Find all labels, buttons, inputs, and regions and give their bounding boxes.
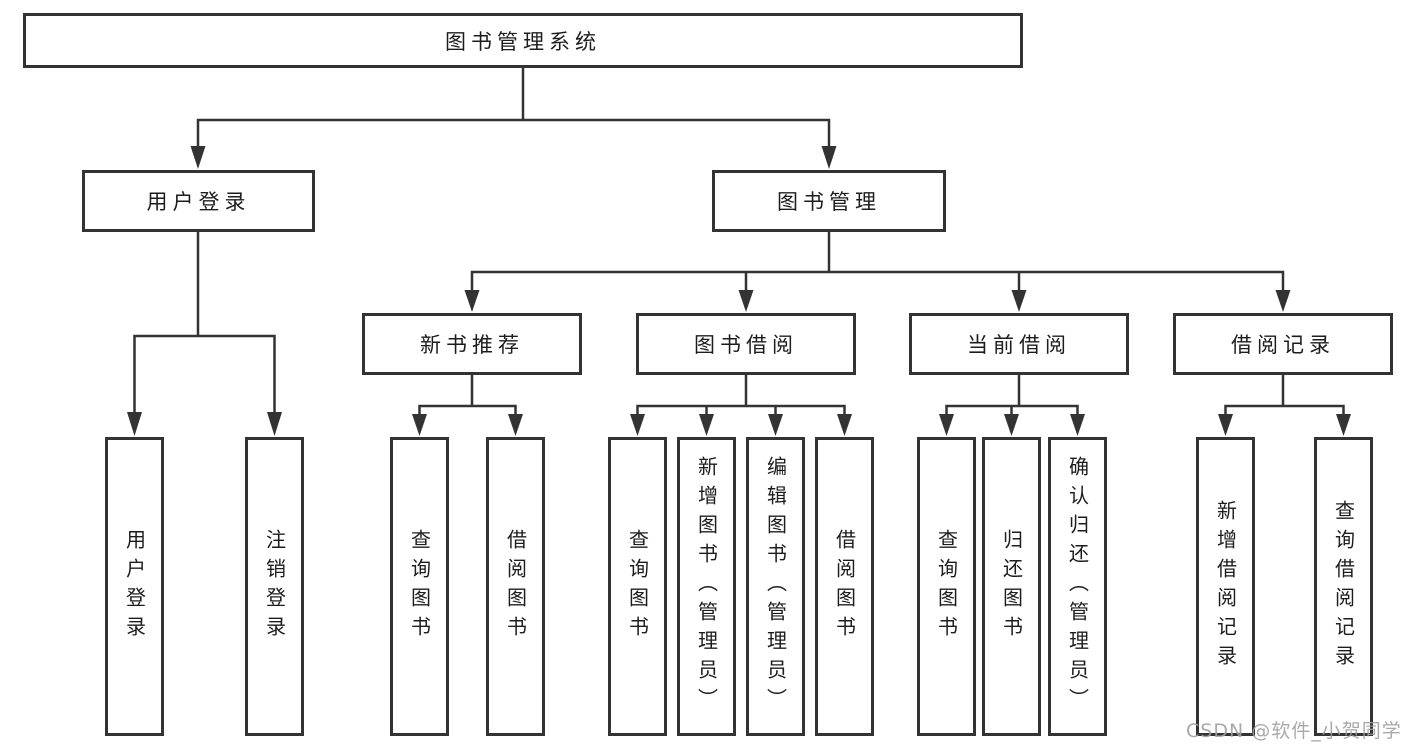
leaf-add-borrow-record: 新增借阅记录 [1196,437,1255,736]
leaf-label: 查询借阅记录 [1331,499,1356,674]
node-root-label: 图书管理系统 [445,29,601,54]
leaf-label: 新增图书（管理员） [694,456,719,717]
leaf-label: 查询图书 [407,528,432,645]
arrowhead [508,414,523,436]
leaf-label: 查询图书 [934,528,959,645]
node-current-borrow: 当前借阅 [909,313,1129,375]
arrowhead [267,412,282,436]
edge-borrow-branch [636,404,846,416]
leaf-label: 用户登录 [122,528,147,645]
node-book-borrow-label: 图书借阅 [694,333,798,357]
edge-records-branch [1224,404,1345,416]
arrowhead [768,414,783,436]
leaf-borrow-books-recommend: 借阅图书 [486,437,545,736]
leaf-query-books-current: 查询图书 [917,437,976,736]
leaf-confirm-return-admin: 确认归还（管理员） [1048,437,1107,736]
arrowhead [939,414,954,436]
arrowhead [412,414,427,436]
arrowhead [1336,414,1351,436]
edge-root-branch [196,118,831,148]
leaf-label: 编辑图书（管理员） [763,456,788,717]
leaf-query-borrow-record: 查询借阅记录 [1314,437,1373,736]
arrowhead [1011,290,1027,312]
arrowhead [190,146,206,169]
node-book-management: 图书管理 [712,170,946,232]
arrowhead [464,290,480,312]
arrowhead [630,414,645,436]
arrowhead [1275,290,1291,312]
arrowhead [821,146,837,169]
leaf-logout: 注销登录 [245,437,304,736]
node-borrow-records-label: 借阅记录 [1231,333,1335,357]
leaf-return-books: 归还图书 [982,437,1041,736]
arrowhead [699,414,714,436]
csdn-watermark: CSDN @软件_小贺同学 [1186,720,1402,742]
node-book-management-label: 图书管理 [777,190,881,214]
leaf-add-books-admin: 新增图书（管理员） [677,437,736,736]
leaf-edit-books-admin: 编辑图书（管理员） [746,437,805,736]
node-user-login-label: 用户登录 [146,190,251,214]
arrowhead [1070,414,1085,436]
edge-bookmgmt-branch [470,270,1285,292]
arrowhead [127,412,142,436]
node-new-book-recommend: 新书推荐 [362,313,582,375]
arrowhead [1004,414,1019,436]
node-root: 图书管理系统 [23,13,1023,68]
edge-userlogin-branch [133,334,276,414]
node-new-book-recommend-label: 新书推荐 [420,333,524,357]
leaf-label: 借阅图书 [832,528,857,645]
leaf-label: 借阅图书 [503,528,528,645]
leaf-query-books-borrow: 查询图书 [608,437,667,736]
arrowhead [1218,414,1233,436]
node-borrow-records: 借阅记录 [1173,313,1393,375]
arrowhead [738,290,754,312]
node-user-login: 用户登录 [82,170,315,232]
leaf-label: 查询图书 [625,528,650,645]
node-current-borrow-label: 当前借阅 [967,333,1071,357]
leaf-label: 归还图书 [999,528,1024,645]
leaf-query-books-recommend: 查询图书 [390,437,449,736]
leaf-label: 注销登录 [262,528,287,645]
edge-newbook-branch [418,404,517,416]
leaf-user-login: 用户登录 [105,437,164,736]
leaf-borrow-books: 借阅图书 [815,437,874,736]
leaf-label: 新增借阅记录 [1213,499,1238,674]
leaf-label: 确认归还（管理员） [1065,456,1090,717]
node-book-borrow: 图书借阅 [636,313,856,375]
arrowhead [837,414,852,436]
